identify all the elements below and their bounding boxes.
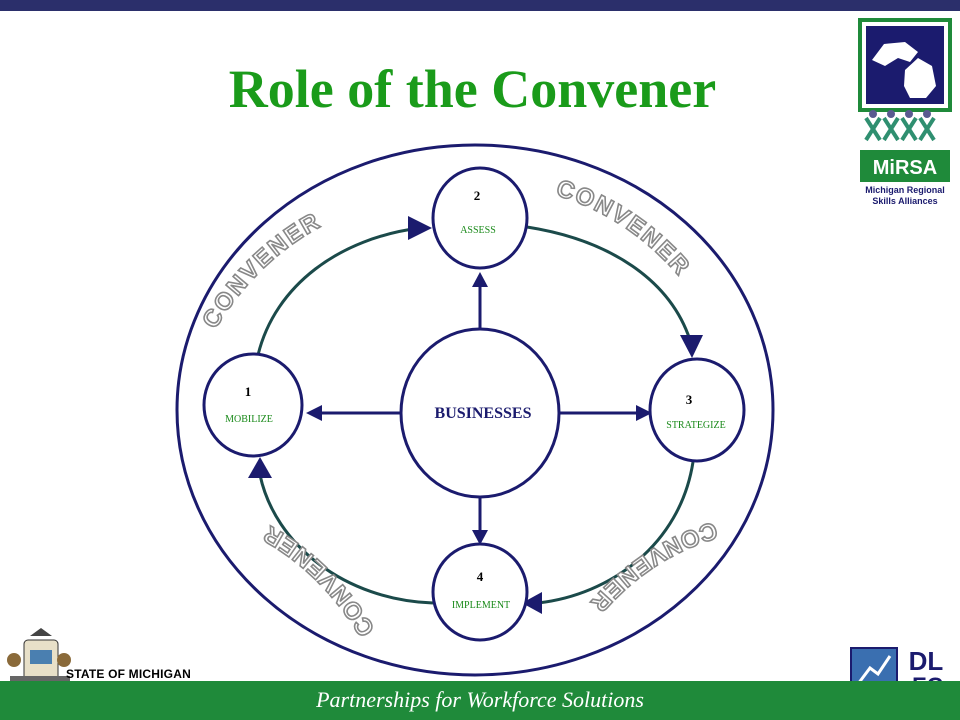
flow-arc-4-1: [258, 474, 434, 605]
mirsa-abbr: MiRSA: [873, 157, 937, 179]
flow-arc-2-3: [526, 225, 692, 341]
node-assess: [431, 166, 529, 270]
spoke-arrowhead-mobilize: [306, 405, 322, 421]
dleg-top: DL: [909, 646, 944, 676]
convener-label-top-right: CONVENER: [553, 175, 696, 282]
state-of-michigan-label: STATE OF MICHIGAN: [66, 667, 191, 681]
flow-arc-1-2: [256, 226, 421, 356]
spoke-arrowhead-implement: [472, 530, 488, 545]
flow-arrowhead-3: [680, 335, 703, 358]
mirsa-name-line1: Michigan Regional: [865, 185, 945, 195]
convener-label-bottom-left: CONVENER: [258, 519, 381, 641]
node-mobilize-number: 1: [245, 384, 252, 399]
flow-arrowhead-4: [522, 592, 542, 614]
spoke-arrowhead-assess: [472, 272, 488, 287]
outer-ring: [175, 143, 775, 677]
flow-arrowhead-2: [408, 216, 432, 240]
node-strategize: [648, 357, 746, 463]
mirsa-logo: MiRSA Michigan Regional Skills Alliances: [858, 18, 952, 206]
node-strategize-number: 3: [686, 392, 693, 407]
top-bar: [0, 0, 960, 11]
center-node: [399, 327, 561, 499]
node-assess-number: 2: [474, 188, 481, 203]
spoke-arrowhead-strategize: [636, 405, 652, 421]
flow-arrowhead-1: [248, 457, 272, 478]
node-implement-number: 4: [477, 569, 484, 584]
node-strategize-label: STRATEGIZE: [666, 420, 725, 431]
node-implement: [431, 542, 529, 642]
footer-text: Partnerships for Workforce Solutions: [316, 687, 644, 712]
state-seal-icon: [7, 628, 71, 681]
michigan-map-icon: [872, 42, 936, 98]
node-mobilize-label: MOBILIZE: [225, 414, 273, 425]
node-implement-label: IMPLEMENT: [452, 600, 510, 611]
footer-bar: [0, 681, 960, 720]
slide-title: Role of the Convener: [228, 59, 717, 119]
flow-arc-3-4: [537, 461, 695, 605]
node-assess-label: ASSESS: [460, 225, 496, 236]
node-mobilize: [202, 352, 304, 458]
convener-label-bottom-right: CONVENER: [584, 516, 720, 618]
people-figures-icon: [864, 116, 936, 142]
center-node-label: BUSINESSES: [435, 405, 532, 422]
mirsa-name-line2: Skills Alliances: [872, 196, 937, 206]
